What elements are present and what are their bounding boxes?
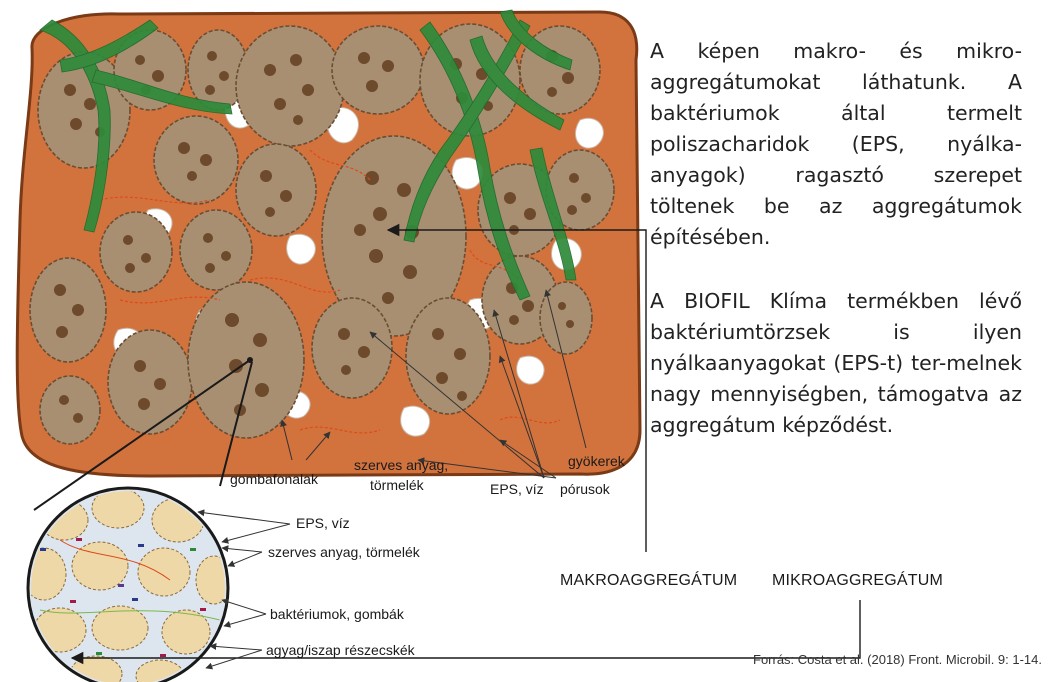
description-paragraph-2: A BIOFIL Klíma termékben lévő baktériumt… — [650, 286, 1022, 441]
label-makroaggregatum: MAKROAGGREGÁTUM — [560, 570, 737, 589]
zoom-label-szerves: szerves anyag, törmelék — [268, 544, 421, 560]
label-eps-viz: EPS, víz — [490, 481, 544, 497]
description-text-2: A BIOFIL Klíma termékben lévő baktériumt… — [650, 286, 1022, 441]
label-szerves-1: szerves anyag, — [354, 457, 448, 473]
zoom-label-bakteriumok: baktériumok, gombák — [270, 606, 405, 622]
label-porusok: pórusok — [560, 481, 611, 497]
description-paragraph-1: A képen makro- és mikro-aggregátumokat l… — [650, 36, 1022, 253]
label-szerves-2: törmelék — [370, 477, 425, 493]
source-citation: Forrás: Costa et al. (2018) Front. Micro… — [720, 652, 1042, 667]
micro-zoom — [22, 488, 232, 682]
label-gyokerek: gyökerek — [568, 453, 626, 469]
description-text-1: A képen makro- és mikro-aggregátumokat l… — [650, 36, 1022, 253]
zoom-label-agyag: agyag/iszap részecskék — [266, 642, 416, 658]
label-gombafonalak: gombafonalak — [230, 471, 319, 487]
zoom-label-eps-viz: EPS, víz — [296, 515, 350, 531]
label-mikroaggregatum: MIKROAGGREGÁTUM — [772, 570, 943, 589]
